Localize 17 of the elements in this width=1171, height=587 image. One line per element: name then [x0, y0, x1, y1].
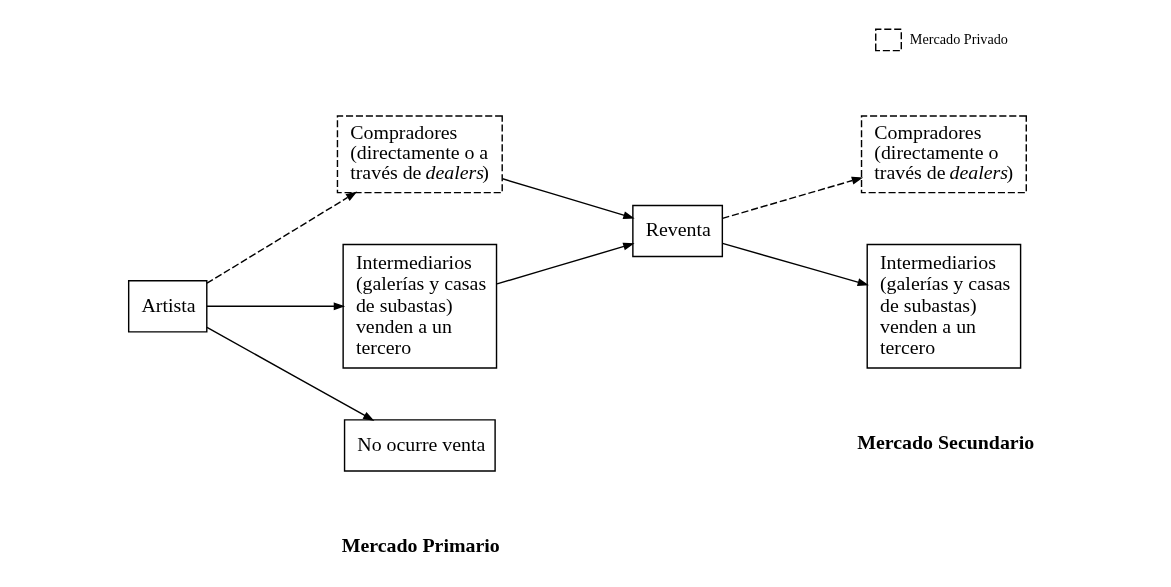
- node-box: Compradores (directamente o través de dealers): [860, 115, 1027, 194]
- node-box: Artista: [127, 280, 207, 333]
- node-box: Compradores (directamente o a través de dealers): [336, 115, 503, 194]
- node-box: No ocurre venta: [343, 419, 496, 472]
- node-box: Intermediarios (galerías y casas de subastas) venden a un tercero: [341, 243, 497, 369]
- node-box: Intermediarios (galerías y casas de subastas) venden a un tercero: [866, 243, 1021, 369]
- arrow: [495, 242, 635, 285]
- node-box: Reventa: [631, 204, 723, 258]
- label: Mercado Secundario: [856, 431, 1034, 454]
- legend-label: Mercado Privado: [909, 30, 1008, 47]
- arrow: [205, 302, 345, 311]
- arrow: [205, 191, 357, 284]
- arrow: [205, 326, 374, 421]
- arrow: [501, 178, 635, 220]
- arrow: [721, 176, 863, 220]
- arrow: [721, 242, 869, 286]
- label: Mercado Primario: [341, 533, 500, 556]
